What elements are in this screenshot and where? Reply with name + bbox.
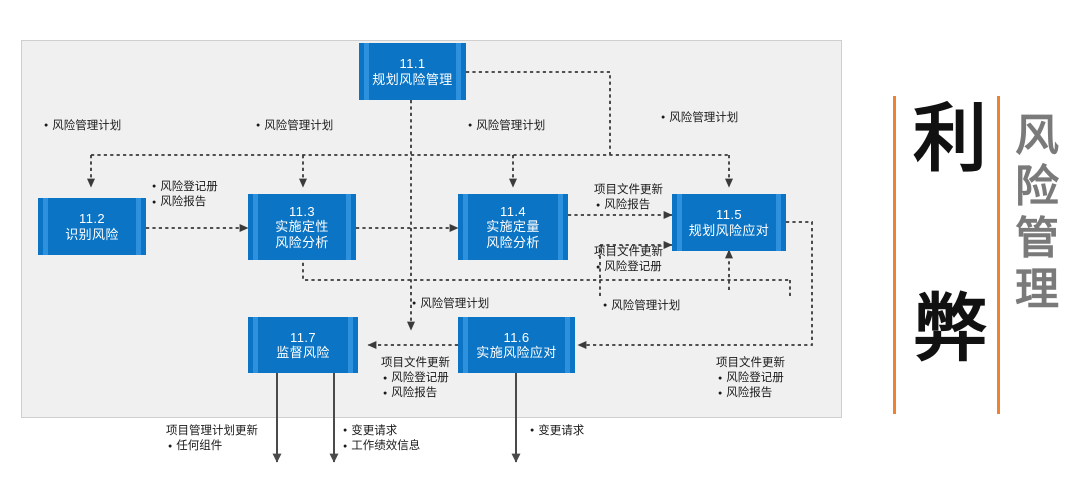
accent-rule-left: [893, 96, 896, 414]
annotation-risk-mgmt-plan-1: 风险管理计划: [44, 119, 121, 134]
process-number: 11.3: [289, 204, 315, 219]
process-box-11-7[interactable]: 11.7 监督风险: [248, 317, 358, 373]
title-block: 利 弊 风 险 管 理: [893, 96, 1068, 414]
annotation-risk-mgmt-plan-2: 风险管理计划: [256, 119, 333, 134]
process-name: 实施风险应对: [476, 345, 557, 360]
process-name: 实施定性: [275, 219, 329, 235]
process-number: 11.2: [79, 211, 105, 227]
process-number: 11.1: [399, 56, 426, 72]
annotation-doc-update-report: 项目文件更新 风险报告: [594, 183, 663, 213]
process-number: 11.6: [503, 329, 530, 345]
process-box-11-4[interactable]: 11.4 实施定量 风险分析: [458, 194, 568, 260]
process-number: 11.4: [500, 204, 526, 219]
process-box-11-2[interactable]: 11.2 识别风险: [38, 198, 146, 255]
process-name: 监督风险: [276, 345, 330, 360]
annotation-doc-update-right: 项目文件更新 风险登记册 风险报告: [716, 356, 785, 402]
annotation-change-request: 变更请求: [530, 424, 584, 439]
annotation-change-request-wpi: 变更请求 工作绩效信息: [343, 424, 420, 454]
annotation-risk-mgmt-plan-4: 风险管理计划: [661, 111, 738, 126]
subtitle-char-3: 管: [1015, 212, 1059, 264]
process-name-2: 风险分析: [486, 234, 540, 250]
subtitle-char-1: 风: [1015, 110, 1059, 161]
annotation-doc-update-register: 项目文件更新 风险登记册: [594, 245, 663, 275]
process-box-11-3[interactable]: 11.3 实施定性 风险分析: [248, 194, 356, 260]
subtitle-char-4: 理: [1015, 264, 1059, 316]
annotation-risk-mgmt-plan-6: 风险管理计划: [603, 299, 680, 314]
annotation-risk-register-report: 风险登记册 风险报告: [152, 180, 218, 210]
accent-rule-right: [997, 96, 1000, 414]
process-number: 11.7: [290, 329, 316, 345]
process-name: 实施定量: [486, 219, 540, 235]
annotation-risk-mgmt-plan-5: 风险管理计划: [412, 297, 489, 312]
process-name: 识别风险: [65, 226, 119, 242]
process-box-11-1[interactable]: 11.1 规划风险管理: [359, 43, 466, 100]
subtitle-char-2: 险: [1015, 161, 1059, 213]
vertical-subtitle: 风 险 管 理: [1013, 110, 1061, 316]
annotation-risk-mgmt-plan-3: 风险管理计划: [468, 119, 545, 134]
headline-char-2: 弊: [913, 286, 987, 372]
process-name-2: 风险分析: [275, 234, 329, 250]
process-name: 规划风险应对: [688, 222, 770, 238]
annotation-pm-plan-update: 项目管理计划更新 任何组件: [166, 424, 258, 454]
annotation-doc-update-center: 项目文件更新 风险登记册 风险报告: [381, 356, 450, 402]
process-number: 11.5: [716, 207, 742, 223]
process-name: 规划风险管理: [372, 71, 453, 87]
process-box-11-6[interactable]: 11.6 实施风险应对: [458, 317, 575, 373]
headline-char-1: 利: [913, 96, 987, 182]
process-box-11-5[interactable]: 11.5 规划风险应对: [672, 194, 786, 251]
